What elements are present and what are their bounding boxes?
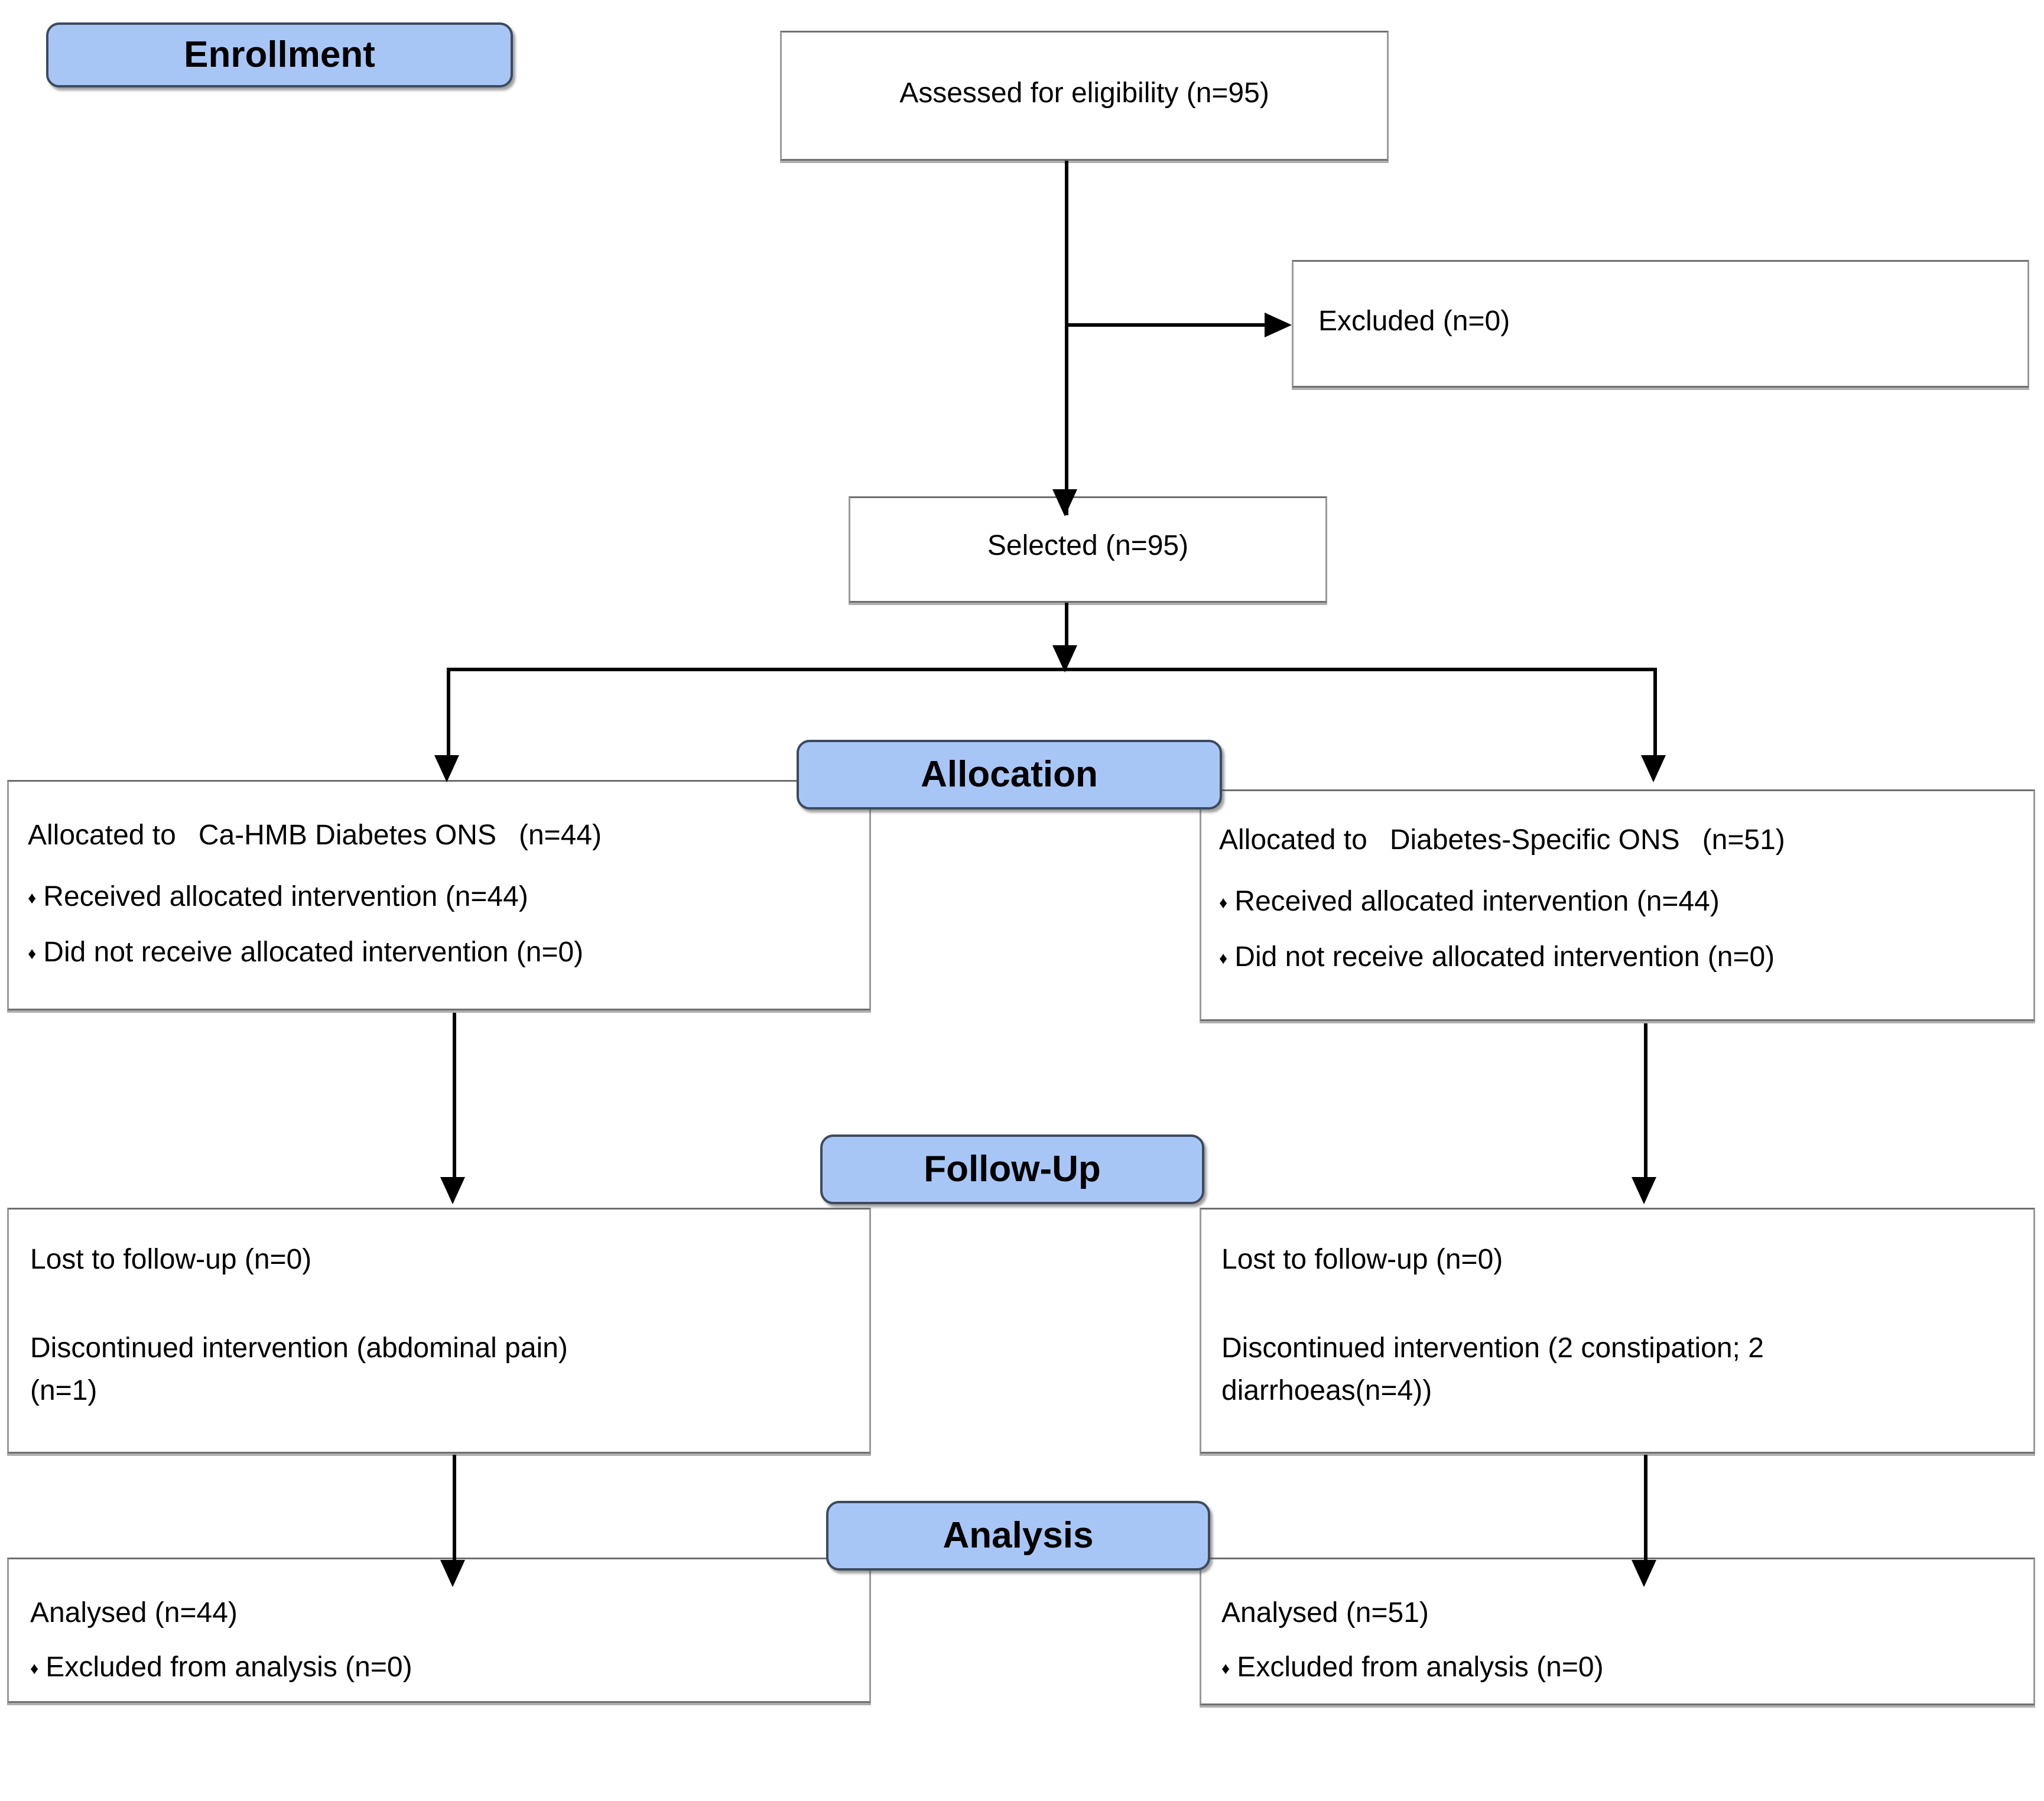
analysis-left-analysed: Analysed (n=44) bbox=[30, 1597, 238, 1628]
allocation-right-bullet-2: ♦ Did not receive allocated intervention… bbox=[1219, 942, 1775, 972]
box-followup-right: Lost to follow-up (n=0) Discontinued int… bbox=[1200, 1208, 2035, 1454]
arrowhead-into-allocation-right bbox=[1641, 755, 1666, 782]
followup-left-discontinued: Discontinued intervention (abdominal pai… bbox=[30, 1332, 568, 1364]
analysis-right-bullet-1: ♦ Excluded from analysis (n=0) bbox=[1221, 1652, 1604, 1683]
bullet-diamond-icon: ♦ bbox=[28, 889, 37, 907]
stage-badge-allocation: Allocation bbox=[797, 740, 1222, 810]
arrowhead-into-followup-left bbox=[440, 1177, 465, 1204]
connector-allocation-split-bar bbox=[447, 668, 1657, 671]
allocation-right-heading-n: (n=51) bbox=[1702, 824, 1785, 856]
stage-badge-followup: Follow-Up bbox=[820, 1134, 1204, 1204]
followup-left-discontinued-count: (n=1) bbox=[30, 1375, 98, 1406]
connector-followup-right-to-analysis bbox=[1644, 1455, 1647, 1563]
arrowhead-into-allocation-left bbox=[434, 755, 459, 782]
allocation-right-heading-prefix: Allocated to bbox=[1219, 824, 1367, 856]
allocation-left-bullet-2: ♦ Did not receive allocated intervention… bbox=[28, 937, 584, 968]
allocation-right-bullet-2-label: Did not receive allocated intervention (… bbox=[1234, 941, 1775, 973]
connector-allocation-left-to-followup bbox=[453, 1013, 456, 1181]
connector-selected-down bbox=[1065, 603, 1068, 650]
allocation-left-heading-prefix: Allocated to bbox=[28, 820, 176, 851]
box-analysis-right: Analysed (n=51) ♦ Excluded from analysis… bbox=[1200, 1558, 2035, 1705]
connector-to-excluded bbox=[1065, 323, 1269, 327]
arrowhead-into-selected bbox=[1052, 489, 1077, 516]
stage-badge-analysis: Analysis bbox=[826, 1501, 1210, 1571]
allocation-right-heading-arm: Diabetes-Specific ONS bbox=[1389, 824, 1680, 856]
arrowhead-selected-split bbox=[1052, 645, 1077, 672]
box-followup-left: Lost to follow-up (n=0) Discontinued int… bbox=[7, 1208, 871, 1454]
arrowhead-into-analysis-right bbox=[1632, 1560, 1656, 1587]
stage-badge-allocation-label: Allocation bbox=[921, 754, 1098, 795]
analysis-left-bullet-1-label: Excluded from analysis (n=0) bbox=[46, 1652, 412, 1683]
arrowhead-into-analysis-left bbox=[440, 1560, 465, 1587]
connector-assessed-to-selected bbox=[1065, 161, 1068, 515]
box-allocation-left: Allocated to Ca-HMB Diabetes ONS (n=44) ♦ … bbox=[7, 780, 871, 1010]
followup-right-discontinued: Discontinued intervention (2 constipatio… bbox=[1221, 1332, 1764, 1364]
allocation-left-bullet-1: ♦ Received allocated intervention (n=44) bbox=[28, 882, 528, 912]
box-excluded: Excluded (n=0) bbox=[1292, 260, 2029, 388]
analysis-right-bullet-1-label: Excluded from analysis (n=0) bbox=[1237, 1652, 1604, 1683]
excluded-label: Excluded (n=0) bbox=[1318, 305, 1510, 337]
stage-badge-analysis-label: Analysis bbox=[943, 1515, 1094, 1556]
allocation-left-bullet-1-label: Received allocated intervention (n=44) bbox=[43, 881, 528, 912]
stage-badge-enrollment: Enrollment bbox=[46, 22, 513, 87]
allocation-right-bullet-1-label: Received allocated intervention (n=44) bbox=[1234, 886, 1720, 917]
allocation-right-bullet-1: ♦ Received allocated intervention (n=44) bbox=[1219, 886, 1720, 917]
arrowhead-into-excluded bbox=[1265, 313, 1292, 337]
followup-right-discontinued-count: diarrhoeas(n=4)) bbox=[1221, 1375, 1432, 1406]
connector-allocation-right-to-followup bbox=[1644, 1023, 1647, 1181]
connector-split-left-drop bbox=[447, 668, 450, 774]
assessed-label: Assessed for eligibility (n=95) bbox=[899, 77, 1269, 109]
box-selected: Selected (n=95) bbox=[849, 496, 1327, 603]
bullet-diamond-icon: ♦ bbox=[1219, 949, 1228, 967]
allocation-right-heading: Allocated to Diabetes-Specific ONS (n=51) bbox=[1219, 825, 1785, 855]
allocation-left-heading: Allocated to Ca-HMB Diabetes ONS (n=44) bbox=[28, 820, 602, 851]
stage-badge-followup-label: Follow-Up bbox=[924, 1149, 1101, 1189]
bullet-diamond-icon: ♦ bbox=[1219, 893, 1228, 912]
allocation-left-bullet-2-label: Did not receive allocated intervention (… bbox=[43, 937, 584, 968]
connector-split-right-drop bbox=[1653, 668, 1657, 774]
analysis-right-analysed: Analysed (n=51) bbox=[1221, 1597, 1429, 1628]
allocation-left-heading-arm: Ca-HMB Diabetes ONS bbox=[198, 820, 496, 851]
bullet-diamond-icon: ♦ bbox=[1221, 1659, 1230, 1678]
box-assessed-for-eligibility: Assessed for eligibility (n=95) bbox=[780, 31, 1389, 161]
bullet-diamond-icon: ♦ bbox=[28, 944, 37, 963]
analysis-left-bullet-1: ♦ Excluded from analysis (n=0) bbox=[30, 1652, 412, 1683]
stage-badge-enrollment-label: Enrollment bbox=[184, 34, 375, 75]
box-analysis-left: Analysed (n=44) ♦ Excluded from analysis… bbox=[7, 1558, 871, 1703]
bullet-diamond-icon: ♦ bbox=[30, 1659, 39, 1678]
selected-label: Selected (n=95) bbox=[987, 530, 1189, 561]
arrowhead-into-followup-right bbox=[1632, 1177, 1656, 1204]
allocation-left-heading-n: (n=44) bbox=[518, 820, 602, 851]
followup-left-lost: Lost to follow-up (n=0) bbox=[30, 1244, 312, 1275]
followup-right-lost: Lost to follow-up (n=0) bbox=[1221, 1244, 1503, 1275]
connector-followup-left-to-analysis bbox=[453, 1455, 456, 1563]
